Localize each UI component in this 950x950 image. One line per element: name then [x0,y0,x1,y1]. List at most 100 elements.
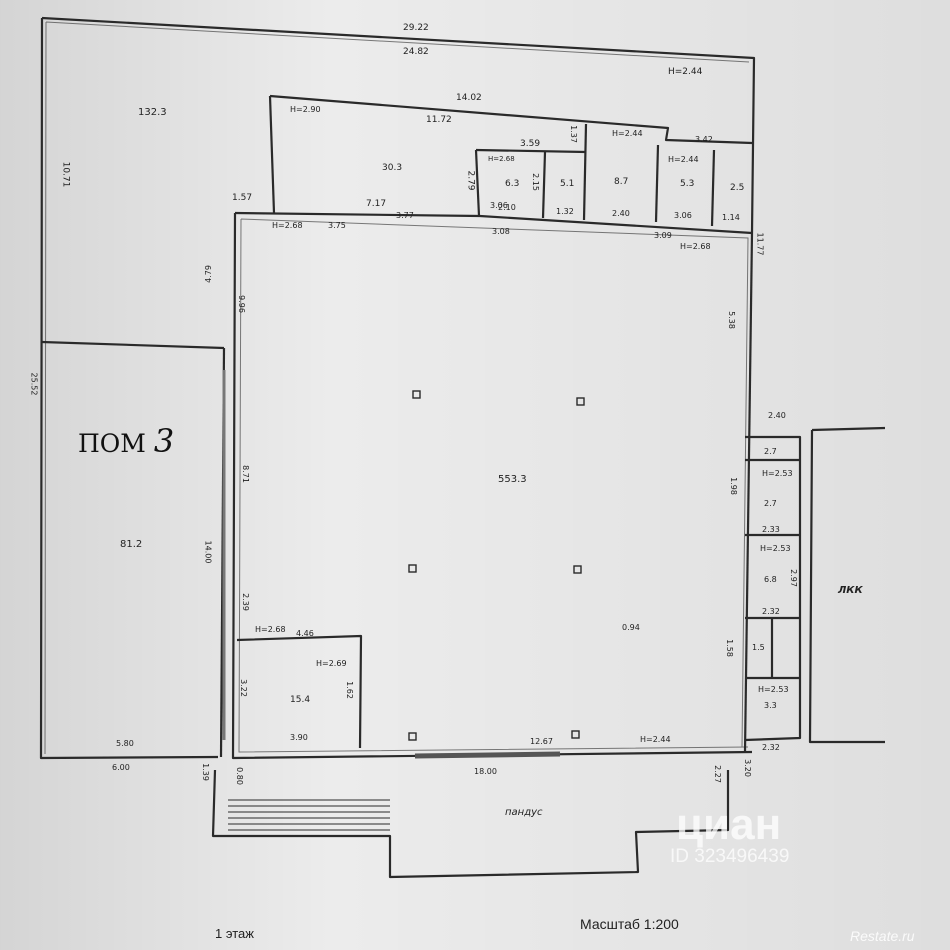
dim-d50: 3.77 [396,211,414,220]
dim-d36: 3.22 [238,679,248,697]
wall-outline-left-hall [41,16,756,234]
dim-d22: 9.96 [236,295,246,313]
dim-d32: 1.58 [724,639,734,657]
room-number: 3 [153,422,175,460]
dim-d5: 10.71 [60,161,71,188]
wall-small-room [236,634,363,749]
dim-d13: 2.40 [612,209,630,218]
dim-d29: 2.33 [762,525,780,534]
dim-d4: 11.72 [426,115,452,125]
watermark-id: ID 323496439 [670,846,790,867]
dim-d30: 2.97 [788,569,798,587]
dim-d2: 24.82 [403,47,429,57]
dim-d41: 6.00 [112,763,130,772]
area-a6: 8.7 [614,177,629,187]
wall-main-right [743,232,754,753]
dim-d9: 1.57 [232,193,253,203]
dim-d17: 3.75 [328,221,346,230]
dim-d8: 2.79 [465,170,476,191]
wall-porch [211,769,730,879]
dim-d45: 2.27 [712,765,722,783]
dim-d40: 5.80 [116,739,134,748]
area-a4: 6.3 [505,179,520,189]
area-s2: 2.7 [764,499,777,508]
dim-d11: 2.15 [530,173,540,191]
area-a2: 81.2 [120,539,143,550]
dim-d12: 1.37 [568,125,578,143]
site-label: Restate.ru [850,928,915,944]
floor-label: 1 этаж [215,926,254,941]
dim-d25: 14.00 [203,540,213,564]
dim-d1: 29.22 [403,23,429,33]
room-label-text: ПОМ [78,429,146,458]
dim-d3: 14.02 [456,93,482,103]
wall-upper-rooms [269,94,753,145]
area-a7: 5.3 [680,179,695,189]
dim-d31: 2.32 [762,607,780,616]
area-main: 553.3 [498,474,527,485]
wall-left-outer [39,17,219,760]
height-h1: H=2.44 [668,67,703,77]
dim-d33: 0.94 [622,623,640,632]
dim-d7: 3.06 [490,201,508,210]
dim-d48: 2.10 [498,203,516,212]
height-h8: H=2.69 [316,659,347,668]
area-a9: 15.4 [290,695,311,705]
height-h6: H=2.44 [668,155,699,164]
height-h2: H=2.90 [290,105,321,114]
height-h12: H=2.53 [762,469,793,478]
area-a3: 30.3 [382,163,403,173]
dim-d35: 4.46 [296,629,314,638]
area-s5: 3.3 [764,701,777,710]
dim-d38: 3.90 [290,733,308,742]
dim-d28: 1.98 [728,477,738,495]
wall-pom3-top [41,340,225,350]
dim-d49: 1.32 [556,207,574,216]
porch-label: пандус [505,807,543,818]
dim-d10: 7.17 [366,199,387,209]
wall-stair-block [808,426,886,744]
dim-d19: 3.09 [654,231,672,240]
wall-main-left [231,212,753,760]
dim-d15: 3.06 [674,211,692,220]
height-h11: H=2.53 [758,685,789,694]
dim-d34: 2.39 [240,593,250,611]
dim-d14: 3.42 [695,135,713,144]
columns [408,390,585,741]
dim-d21: 4.79 [203,265,213,283]
dim-d39: 12.67 [530,737,553,746]
area-a8: 2.5 [730,183,745,193]
stair-label: ЛКК [838,585,863,596]
area-s1: 2.7 [764,447,777,456]
height-h5: H=2.44 [612,129,643,138]
area-a5: 5.1 [560,179,575,189]
room-label: ПОМ 3 [78,422,174,460]
wall-right-cluster [744,435,802,742]
dim-d47: 2.32 [762,743,780,752]
dim-d27: 2.40 [768,411,786,420]
dim-d24: 8.71 [240,465,250,483]
dim-d46: 3.20 [742,759,752,777]
dim-d18: 3.08 [492,227,510,236]
area-a1: 132.3 [138,107,167,118]
height-h7: H=2.68 [488,155,515,163]
dim-d26: 5.38 [726,311,736,329]
dim-d43: 1.39 [200,763,210,781]
dim-d37: 1.62 [344,681,354,699]
dim-d20: 11.77 [755,232,765,256]
entrance-steps [228,799,390,831]
dim-d6: 3.59 [520,139,541,149]
area-s3: 6.8 [764,575,777,584]
area-s4: 1.5 [752,643,765,652]
height-h9: H=2.68 [255,625,286,634]
height-h10: H=2.53 [760,544,791,553]
dim-d23: 25.52 [29,372,39,396]
height-h13: H=2.44 [640,735,671,744]
scale-label: Масштаб 1:200 [580,916,679,932]
watermark: циан [676,800,782,849]
dim-d44: 0.80 [234,767,244,785]
dim-d16: 1.14 [722,213,740,222]
wall-main-top [234,211,753,235]
height-h4: H=2.68 [680,242,711,251]
